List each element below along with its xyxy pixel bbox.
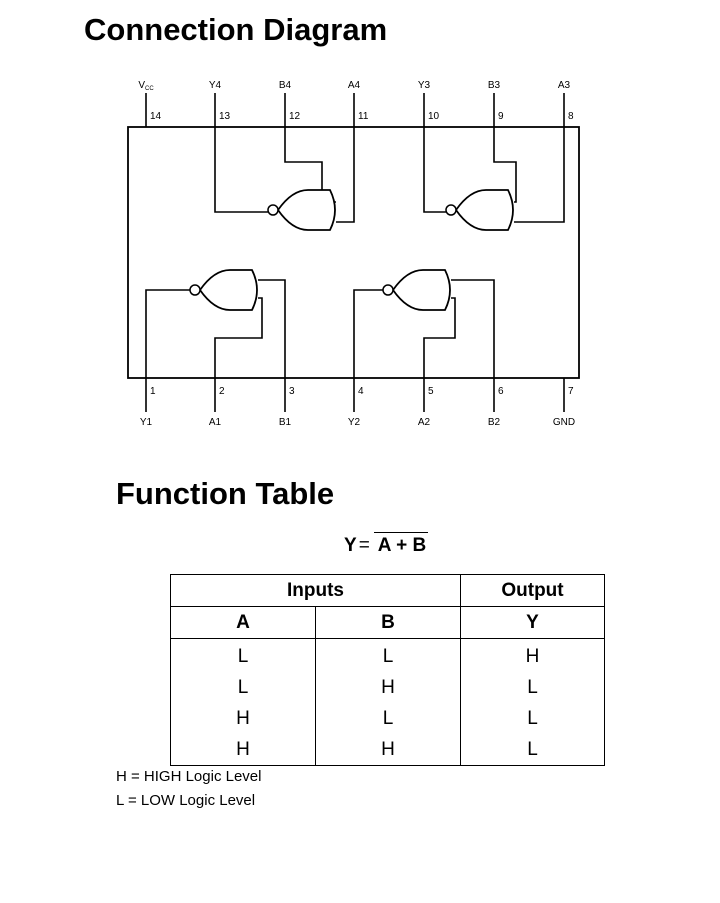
inverter-bubble: [189, 284, 201, 296]
connection-diagram: 14 VCC 13 Y4 12 B4 11 A4 10 Y3 9 B3 8 A3 1Y1 2A1 3B1 4Y2 5…: [127, 80, 580, 428]
table-cell: H: [315, 672, 461, 703]
inverter-bubble: [445, 204, 457, 216]
table-cell: L: [460, 672, 605, 703]
pin-number: 10: [428, 111, 440, 122]
function-table-title: Function Table: [116, 476, 335, 511]
pin-number: 12: [289, 111, 301, 122]
table-cell: H: [460, 638, 605, 672]
table-row: H L L: [170, 703, 605, 734]
pin-label: GND: [553, 417, 575, 428]
wire-y1: [145, 289, 190, 378]
inverter-bubble: [267, 204, 279, 216]
wire-a4: [336, 127, 355, 223]
table-row: L L H: [170, 638, 605, 672]
pin-number: 1: [150, 386, 156, 397]
pin-number: 3: [289, 386, 295, 397]
pin-number: 6: [498, 386, 504, 397]
wire-b3: [493, 127, 517, 203]
pin-number: 2: [219, 386, 225, 397]
table-cell: L: [315, 703, 461, 734]
pin-label: A3: [558, 80, 571, 91]
pin-labels: 14 VCC 13 Y4 12 B4 11 A4 10 Y3 9 B3 8 A3 1Y1 2A1 3B1 4Y2 5…: [138, 80, 575, 428]
function-table: Inputs Output A B Y L L H L H L H L L H …: [170, 574, 605, 766]
output-header: Output: [460, 574, 605, 607]
table-cell: H: [170, 734, 316, 766]
equation-equals: =: [358, 535, 370, 556]
wire-y4: [214, 127, 268, 213]
wire-b1: [258, 279, 286, 378]
pin-number: 5: [428, 386, 434, 397]
pin-label: A2: [418, 417, 431, 428]
pin-number: 9: [498, 111, 504, 122]
pin-label: Y4: [209, 80, 222, 91]
table-cell: L: [460, 734, 605, 766]
pin-label: Y3: [418, 80, 431, 91]
pin-label: B2: [488, 417, 501, 428]
wire-a2: [423, 297, 456, 378]
pin-label: A1: [209, 417, 222, 428]
table-cell: L: [315, 638, 461, 672]
pin-leads: [145, 93, 565, 412]
table-row: H H L: [170, 734, 605, 766]
inputs-header: Inputs: [170, 574, 461, 607]
pin-number: 4: [358, 386, 364, 397]
pin-label: B4: [279, 80, 292, 91]
column-header-a: A: [170, 606, 316, 639]
table-cell: L: [460, 703, 605, 734]
connection-diagram-title: Connection Diagram: [84, 12, 388, 47]
inverter-bubble: [382, 284, 394, 296]
table-cell: L: [170, 638, 316, 672]
pin-label: A4: [348, 80, 361, 91]
table-cell: L: [170, 672, 316, 703]
pin-label: B3: [488, 80, 501, 91]
table-row: L H L: [170, 672, 605, 703]
wire-y2: [353, 289, 383, 378]
pin-label: VCC: [138, 80, 154, 92]
legend-high: H = HIGH Logic Level: [116, 768, 262, 785]
pin-number: 7: [568, 386, 574, 397]
legend-low: L = LOW Logic Level: [116, 792, 256, 809]
pin-label: B1: [279, 417, 292, 428]
nor-gate-3: [454, 189, 514, 231]
nor-gate-1: [198, 269, 258, 311]
internal-wiring: [145, 127, 565, 378]
pin-label-subscript: CC: [145, 86, 154, 92]
wire-b2: [451, 279, 495, 378]
wire-y3: [423, 127, 446, 213]
pin-number: 14: [150, 111, 162, 122]
logic-equation: Y=A + B: [344, 532, 429, 557]
nor-gates: [189, 189, 514, 311]
table-cell: H: [315, 734, 461, 766]
wire-a1: [214, 297, 263, 378]
pin-label: Y2: [348, 417, 361, 428]
nor-gate-4: [276, 189, 336, 231]
table-cell: H: [170, 703, 316, 734]
equation-output: Y: [344, 535, 357, 556]
pin-number: 13: [219, 111, 231, 122]
equation-nor-expression: A + B: [373, 532, 429, 557]
pin-number: 8: [568, 111, 574, 122]
column-header-b: B: [315, 606, 461, 639]
pin-number: 11: [358, 111, 369, 122]
nor-gate-2: [391, 269, 451, 311]
wire-a3: [514, 127, 565, 223]
column-header-y: Y: [460, 606, 605, 639]
pin-label: Y1: [140, 417, 153, 428]
